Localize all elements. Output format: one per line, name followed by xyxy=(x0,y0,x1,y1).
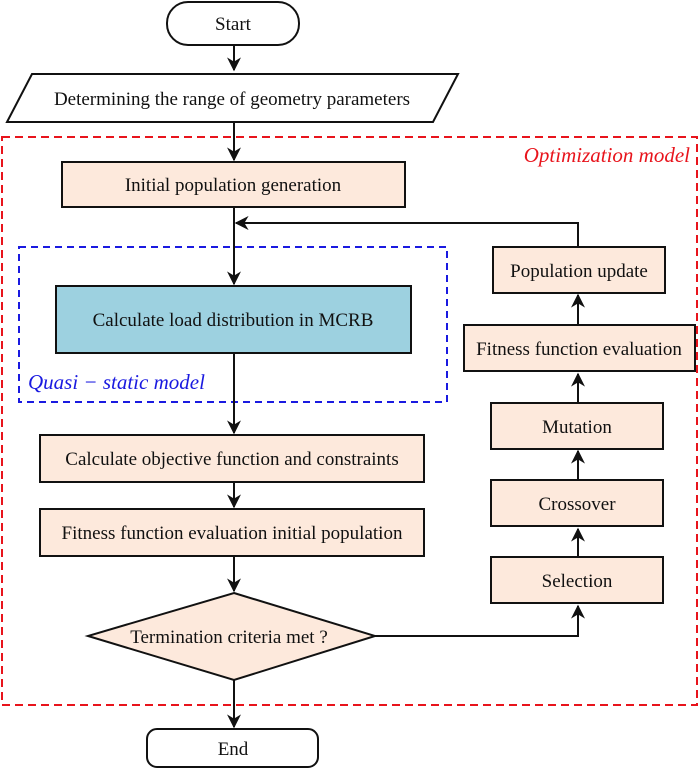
svg-text:Termination criteria met ?: Termination criteria met ? xyxy=(130,627,328,648)
fitness-initial-node: Fitness function evaluation initial popu… xyxy=(39,508,425,557)
start-node: Start xyxy=(166,1,300,46)
termination-decision-node: Termination criteria met ? xyxy=(84,591,379,682)
population-update-node: Population update xyxy=(492,246,666,294)
svg-text:Determining the range of geome: Determining the range of geometry parame… xyxy=(54,89,410,110)
svg-text:Fitness function evaluation in: Fitness function evaluation initial popu… xyxy=(62,523,403,544)
svg-text:Calculate objective function a: Calculate objective function and constra… xyxy=(65,449,398,470)
svg-text:Initial population generation: Initial population generation xyxy=(125,175,342,196)
end-node: End xyxy=(146,728,319,768)
svg-text:End: End xyxy=(218,739,249,760)
mutation-node: Mutation xyxy=(490,402,664,450)
range-input-node: Determining the range of geometry parame… xyxy=(5,73,460,123)
optimization-model-group xyxy=(1,136,698,706)
svg-text:Start: Start xyxy=(215,14,252,35)
svg-text:Crossover: Crossover xyxy=(538,494,616,515)
edge-termination-selection xyxy=(375,604,585,637)
selection-node: Selection xyxy=(490,556,664,604)
objective-node: Calculate objective function and constra… xyxy=(39,434,425,483)
optimization-model-label: Optimization model xyxy=(524,143,690,167)
crossover-node: Crossover xyxy=(490,479,664,527)
edge-update-loop xyxy=(234,216,579,247)
load-distribution-node: Calculate load distribution in MCRB xyxy=(55,285,412,354)
quasi-static-model-label: Quasi − static model xyxy=(28,370,205,394)
initial-population-node: Initial population generation xyxy=(61,161,406,208)
svg-text:Fitness function evaluation: Fitness function evaluation xyxy=(476,339,682,360)
svg-text:Selection: Selection xyxy=(542,571,613,592)
fitness-evaluation-node: Fitness function evaluation xyxy=(463,324,696,372)
svg-text:Calculate load distribution in: Calculate load distribution in MCRB xyxy=(93,310,374,331)
svg-text:Mutation: Mutation xyxy=(542,417,612,438)
svg-text:Population update: Population update xyxy=(510,261,648,282)
